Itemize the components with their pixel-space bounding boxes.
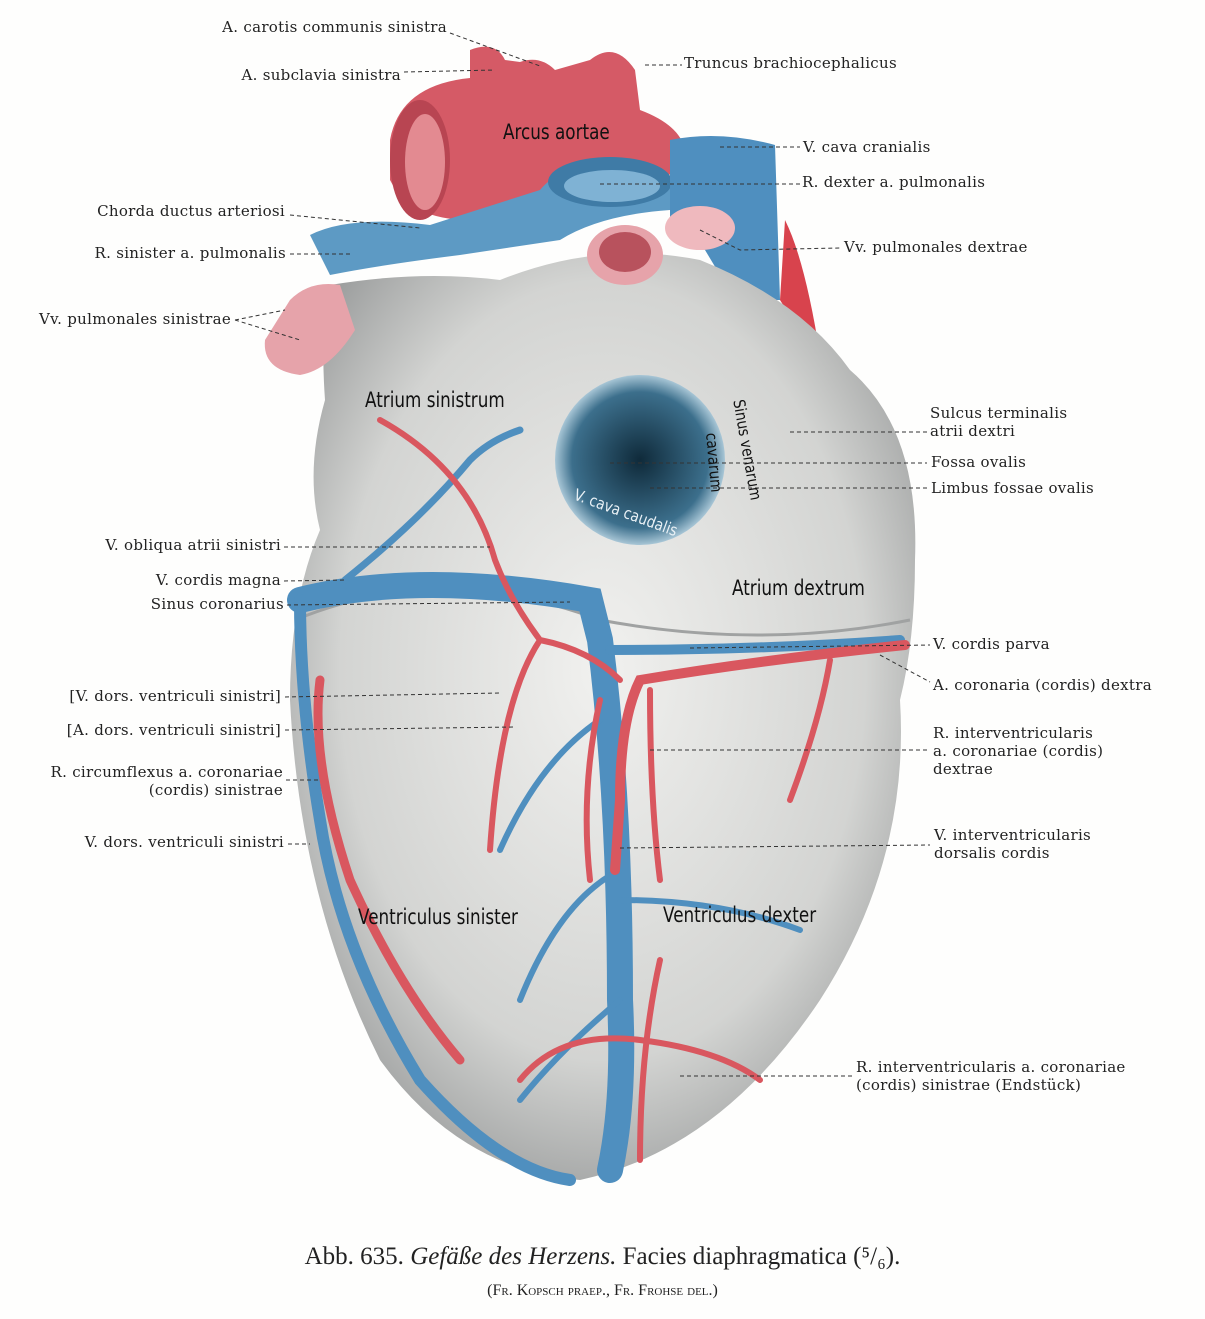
vena-cava-caudalis-opening <box>555 375 725 545</box>
caption-title: Gefäße des Herzens. <box>410 1243 617 1270</box>
label-ventriculus-dexter: Ventriculus dexter <box>663 903 817 927</box>
figure-credit: (Fr. Kopsch praep., Fr. Frohse del.) <box>487 1282 718 1299</box>
pulmonary-veins-left <box>264 284 355 375</box>
label-atrium-sinistrum: Atrium sinistrum <box>365 388 505 412</box>
label-r-interventricularis-sinistrae: R. interventricularis a. coronariae (cor… <box>856 1058 1126 1094</box>
label-v-cordis-parva: V. cordis parva <box>933 635 1050 653</box>
label-r-interventricularis-dextrae: R. interventricularis a. coronariae (cor… <box>933 724 1103 778</box>
label-arcus-aortae: Arcus aortae <box>503 120 610 144</box>
label-vv-pulmonales-sinistrae: Vv. pulmonales sinistrae <box>39 310 231 328</box>
label-v-cordis-magna: V. cordis magna <box>155 571 281 589</box>
label-limbus: Limbus fossae ovalis <box>931 479 1095 497</box>
label-r-interv-sin-line2: (cordis) sinistrae (Endstück) <box>856 1076 1082 1094</box>
label-carotis: A. carotis communis sinistra <box>222 18 447 36</box>
label-truncus: Truncus brachiocephalicus <box>684 54 897 72</box>
label-chorda: Chorda ductus arteriosi <box>97 202 285 220</box>
label-subclavia: A. subclavia sinistra <box>241 66 401 84</box>
label-v-interv-line1: V. interventricularis <box>934 826 1092 844</box>
pulmonary-veins-right <box>587 206 735 285</box>
caption-subtitle: Facies diaphragmatica (⁵/₆). <box>622 1243 901 1270</box>
leader-lines <box>234 32 931 1077</box>
label-r-interv-sin-line1: R. interventricularis a. coronariae <box>856 1058 1126 1076</box>
label-r-sinister-pulmonalis: R. sinister a. pulmonalis <box>94 244 286 262</box>
caption-prefix: Abb. 635. <box>304 1243 404 1270</box>
label-r-circumflexus: R. circumflexus a. coronariae (cordis) s… <box>51 763 284 799</box>
label-a-coronaria-dextra: A. coronaria (cordis) dextra <box>933 676 1152 694</box>
label-v-dors: V. dors. ventriculi sinistri <box>84 833 284 851</box>
label-r-circumflexus-line1: R. circumflexus a. coronariae <box>50 763 283 781</box>
label-v-obliqua: V. obliqua atrii sinistri <box>105 536 281 554</box>
label-r-interv-dex-line2: a. coronariae (cordis) <box>933 742 1104 760</box>
label-fossa-ovalis: Fossa ovalis <box>931 453 1027 471</box>
label-ventriculus-sinister: Ventriculus sinister <box>358 905 518 929</box>
figure-caption: Abb. 635. Gefäße des Herzens. Facies dia… <box>0 1243 1205 1271</box>
label-sinus-coronarius: Sinus coronarius <box>150 595 284 613</box>
label-sulcus-line2: atrii dextri <box>930 422 1016 440</box>
label-atrium-dextrum: Atrium dextrum <box>732 576 865 600</box>
coronary-vessels <box>287 417 910 1186</box>
label-sulcus-line1: Sulcus terminalis <box>930 404 1068 422</box>
label-a-dors-bracket: [A. dors. ventriculi sinistri] <box>66 721 281 739</box>
label-r-interv-dex-line1: R. interventricularis <box>933 724 1094 742</box>
label-v-interventricularis: V. interventricularis dorsalis cordis <box>934 826 1091 862</box>
label-sulcus-terminalis: Sulcus terminalis atrii dextri <box>930 404 1067 440</box>
pulmonary-arteries <box>310 157 675 275</box>
label-r-dexter-pulmonalis: R. dexter a. pulmonalis <box>802 173 986 191</box>
label-r-interv-dex-line3: dextrae <box>933 760 994 778</box>
label-v-interv-line2: dorsalis cordis <box>934 844 1050 862</box>
label-vv-pulmonales-dextrae: Vv. pulmonales dextrae <box>844 238 1028 256</box>
label-v-cava-cranialis: V. cava cranialis <box>803 138 931 156</box>
label-r-circumflexus-line2: (cordis) sinistrae <box>148 781 283 799</box>
label-v-dors-bracket: [V. dors. ventriculi sinistri] <box>69 687 281 705</box>
